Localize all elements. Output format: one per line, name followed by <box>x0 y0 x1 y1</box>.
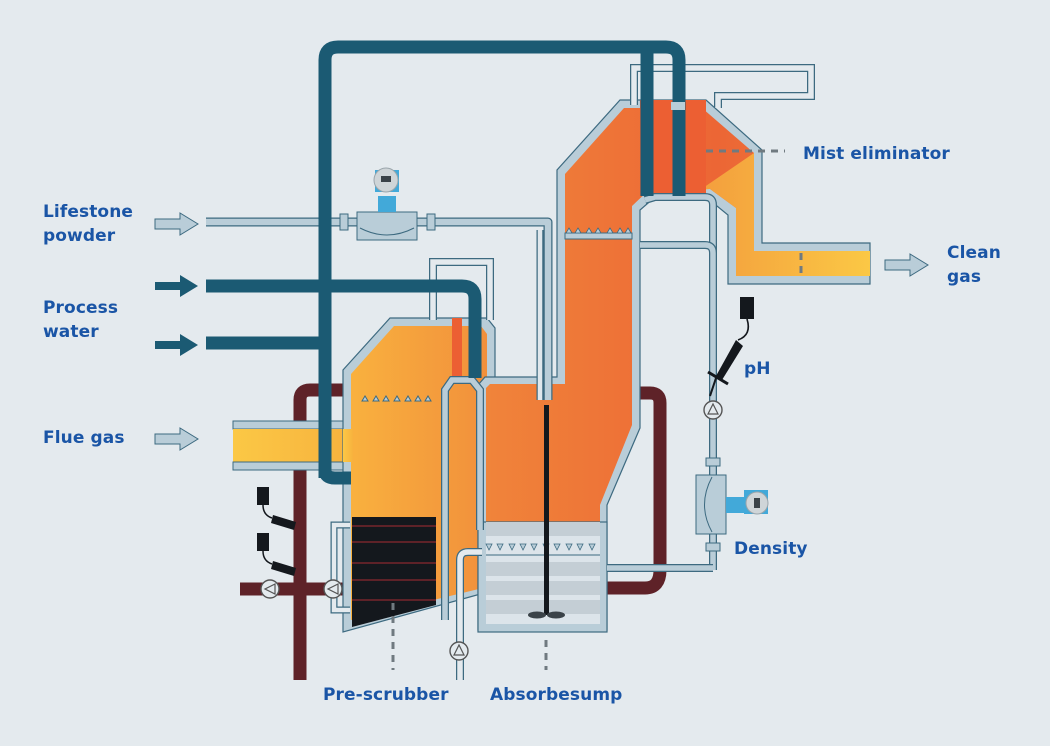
density-label: Density <box>734 539 808 559</box>
pre-scrubber-slurry <box>352 517 436 627</box>
process-water-upper-inlet <box>206 279 482 378</box>
limestone-arrow-icon <box>154 212 199 236</box>
mass-flow-meter[interactable] <box>339 167 436 241</box>
agitator-blade-right <box>547 611 565 619</box>
pump-bottom-icon <box>449 641 469 661</box>
pump-middle-icon <box>323 579 343 599</box>
pre-scrubber-recirculation-pipe <box>293 383 437 680</box>
agitator-shaft <box>544 405 549 615</box>
absorber-upper-spray-nozzles <box>565 227 632 234</box>
sump-overflow-pipes <box>330 521 482 680</box>
ph-sensor[interactable] <box>707 297 754 397</box>
clean-gas-arrow-icon <box>884 253 929 277</box>
flue-gas-arrow-icon <box>154 427 199 451</box>
pre-scrubber-packing-lines <box>352 525 436 601</box>
process-water-arrow-lower-icon <box>155 334 198 356</box>
process-water-main-loop <box>318 40 686 485</box>
limestone-label-line2: powder <box>43 226 116 246</box>
limestone-label-line1: Lifestone <box>43 202 134 222</box>
agitator-blade-left <box>528 611 546 619</box>
limestone-powder-label: Lifestone powder <box>43 200 133 248</box>
pre-scrubber-top-zone <box>452 318 462 376</box>
clean-gas-label-line1: Clean <box>947 243 1001 263</box>
process-water-arrow-upper-icon <box>155 275 198 297</box>
absorber-sump-label: Absorbesump <box>490 685 623 705</box>
pump-right-icon <box>703 400 723 420</box>
absorber-internal-duct <box>441 193 717 620</box>
process-water-label: Process water <box>43 296 118 344</box>
pre-scrubber-spray-nozzles <box>361 395 432 402</box>
absorber-sump <box>477 373 608 633</box>
leader-lines <box>391 149 803 670</box>
clean-gas-label-line2: gas <box>947 267 982 287</box>
density-meter[interactable] <box>695 457 769 552</box>
pump-left-icon <box>260 579 280 599</box>
process-water-label-line2: water <box>43 322 99 342</box>
ph-label: pH <box>744 359 771 379</box>
pre-scrubber-label: Pre-scrubber <box>323 685 449 705</box>
clean-gas-label: Clean gas <box>947 241 1001 289</box>
pre-scrubber-sensors[interactable] <box>257 487 296 576</box>
mist-eliminator-label: Mist eliminator <box>803 144 950 164</box>
flue-gas-label: Flue gas <box>43 428 125 448</box>
absorber-recirculation-pipe <box>605 386 667 595</box>
process-water-pipes <box>206 40 686 485</box>
process-water-label-line1: Process <box>43 298 119 318</box>
flue-gas-inlet-duct <box>232 420 352 471</box>
sump-slurry-layers <box>486 562 600 614</box>
